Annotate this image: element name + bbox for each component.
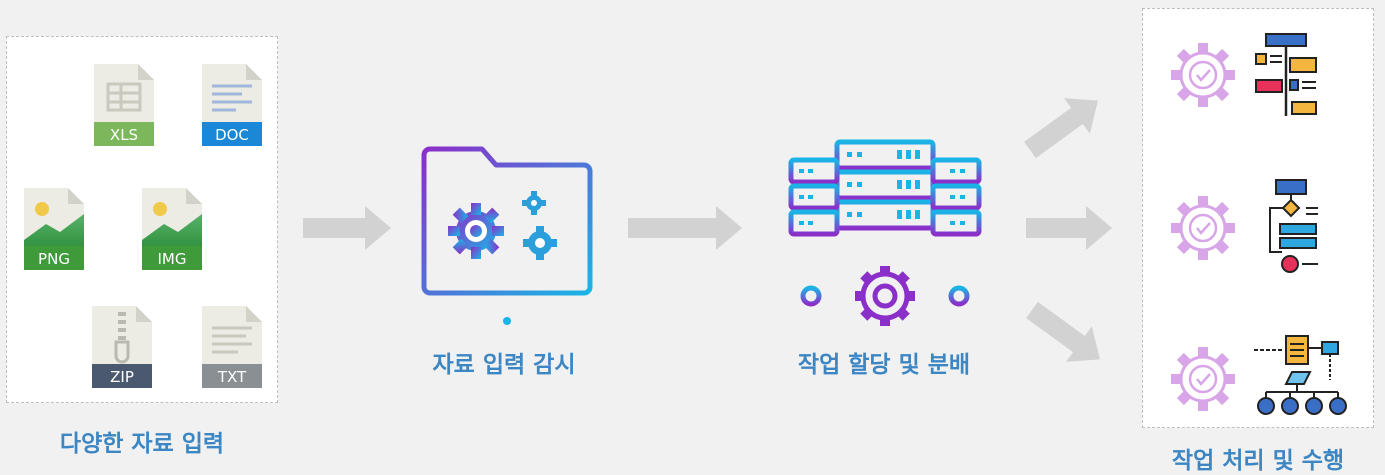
- arrow-to-process-middle: [1026, 206, 1112, 250]
- zip-label: ZIP: [110, 368, 134, 386]
- img-label: IMG: [158, 250, 187, 268]
- txt-file-icon: TXT: [202, 306, 262, 388]
- txt-label: TXT: [217, 368, 247, 386]
- process-icons: [1169, 33, 1347, 415]
- check-gear-icon-2: [1169, 194, 1237, 262]
- doc-file-icon: DOC: [202, 64, 262, 146]
- img-file-icon: IMG: [142, 188, 202, 270]
- check-gear-icon: [1169, 41, 1237, 109]
- server-gear-icon: [788, 139, 982, 326]
- input-files-icons: XLS DOC PNG IMG: [24, 64, 262, 388]
- arrow-to-process-top: [1024, 98, 1098, 159]
- process-stage-label: 작업 처리 및 수행: [1171, 448, 1345, 474]
- arrow-to-process-bottom: [1026, 301, 1100, 362]
- check-gear-icon-3: [1169, 345, 1237, 413]
- folder-gears-icon: [414, 146, 594, 325]
- xls-file-icon: XLS: [94, 64, 154, 146]
- task-schedule-icon: [1255, 33, 1317, 116]
- png-file-icon: PNG: [24, 188, 84, 270]
- small-gear-icon: [522, 191, 557, 260]
- arrow-input-to-monitor: [303, 206, 391, 250]
- hierarchy-icon: [1254, 335, 1347, 415]
- arrow-monitor-to-allocate: [628, 206, 742, 250]
- xls-label: XLS: [110, 126, 138, 144]
- png-label: PNG: [38, 250, 70, 268]
- flowchart-icon: [1269, 179, 1318, 273]
- doc-label: DOC: [215, 126, 249, 144]
- input-stage-label: 다양한 자료 입력: [59, 431, 225, 457]
- allocate-stage-label: 작업 할당 및 분배: [797, 352, 971, 378]
- zip-file-icon: ZIP: [92, 306, 152, 388]
- monitor-stage-label: 자료 입력 감시: [432, 352, 576, 378]
